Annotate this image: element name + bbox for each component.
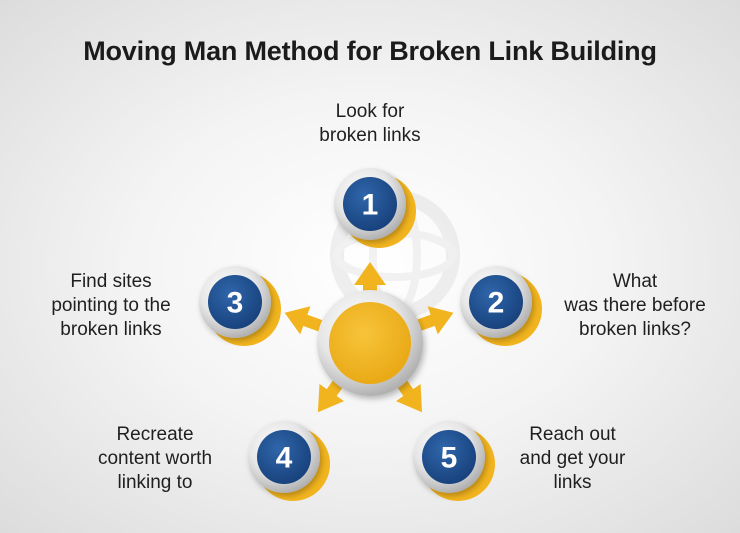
step-number-1: 1 [362, 189, 379, 222]
step-label-3-line-2: pointing to the [51, 295, 171, 316]
step-label-3-line-1: Find sites [70, 271, 152, 292]
step-label-1-line-2: broken links [319, 125, 421, 146]
step-label-2: What was there before broken links? [550, 270, 720, 342]
step-label-4-line-2: content worth [97, 448, 213, 469]
step-node-4: 4 [248, 421, 330, 501]
step-label-4-line-3: linking to [117, 472, 193, 493]
central-hub [317, 290, 423, 396]
step-label-4: Recreate content worth linking to [80, 423, 230, 495]
step-label-1-line-1: Look for [335, 101, 405, 122]
step-label-2-line-3: broken links? [579, 319, 691, 340]
step-node-2: 2 [460, 266, 542, 346]
step-label-5: Reach out and get your links [505, 423, 640, 495]
step-label-3: Find sites pointing to the broken links [36, 270, 186, 342]
step-label-2-line-2: was there before [564, 295, 706, 316]
step-label-5-line-2: and get your [519, 448, 626, 469]
step-number-2: 2 [488, 287, 505, 320]
step-label-1: Look for broken links [300, 100, 440, 148]
step-number-4: 4 [276, 442, 293, 475]
step-label-3-line-3: broken links [60, 319, 162, 340]
step-node-3: 3 [199, 266, 281, 346]
step-node-1: 1 [334, 168, 416, 248]
step-number-3: 3 [227, 287, 244, 320]
step-label-5-line-1: Reach out [529, 424, 616, 445]
step-number-5: 5 [441, 442, 458, 475]
step-node-5: 5 [413, 421, 495, 501]
step-label-4-line-1: Recreate [116, 424, 194, 445]
diagram-title: Moving Man Method for Broken Link Buildi… [83, 36, 657, 66]
step-label-2-line-1: What [612, 271, 658, 292]
step-label-5-line-3: links [553, 472, 592, 493]
